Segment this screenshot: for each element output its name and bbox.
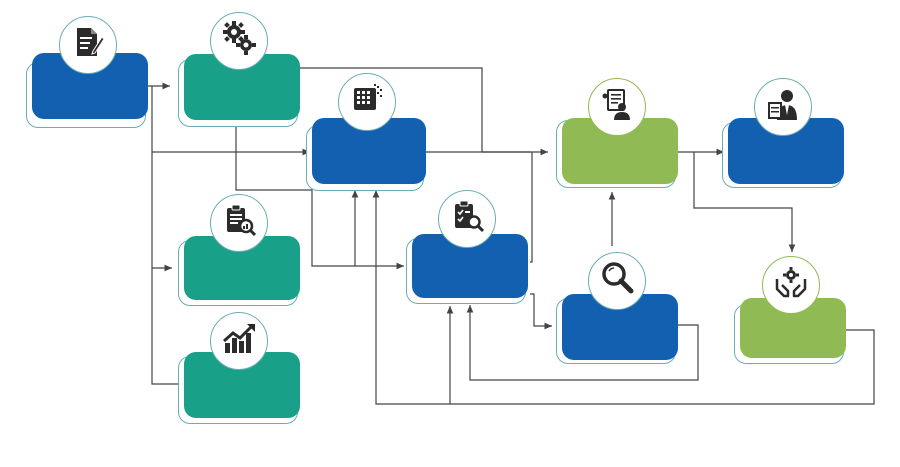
connector-n2-down	[235, 120, 404, 270]
clipboard-search-badge	[210, 194, 268, 252]
magnifier-badge	[588, 252, 646, 310]
connector-n6-right	[530, 152, 533, 263]
growth-chart-badge	[210, 312, 268, 370]
clipboard-search-icon	[227, 204, 256, 237]
businessman-badge	[754, 78, 812, 136]
person-report-icon	[602, 89, 630, 121]
gears-badge	[210, 12, 268, 70]
process-box-3	[306, 73, 436, 191]
data-grid-icon	[354, 84, 382, 111]
data-grid-badge	[338, 73, 396, 131]
process-box-6	[406, 190, 536, 306]
connector-n7-n10	[693, 152, 796, 252]
magnifier-icon	[602, 262, 634, 294]
checklist-search-icon	[455, 200, 484, 233]
process-box-10	[734, 256, 854, 366]
document-edit-icon	[77, 28, 105, 57]
process-box-1	[26, 16, 156, 130]
checklist-search-badge	[438, 190, 496, 248]
process-box-9	[722, 78, 852, 190]
process-box-8	[556, 252, 686, 366]
process-box-2	[178, 12, 308, 130]
hands-gear-icon	[775, 267, 807, 298]
process-box-5	[178, 312, 308, 424]
connector-n1-trunk	[151, 86, 180, 385]
businessman-icon	[768, 90, 797, 121]
connector-n8-n6	[466, 305, 699, 381]
gears-icon	[223, 21, 256, 56]
process-box-4	[178, 194, 308, 306]
process-box-7	[556, 78, 686, 190]
hands-gear-badge	[762, 256, 820, 314]
connector-n10-loop	[372, 190, 875, 405]
document-edit-badge	[59, 16, 117, 74]
growth-chart-icon	[223, 324, 255, 354]
connector-n6-n8	[530, 293, 552, 330]
person-report-badge	[588, 78, 646, 136]
